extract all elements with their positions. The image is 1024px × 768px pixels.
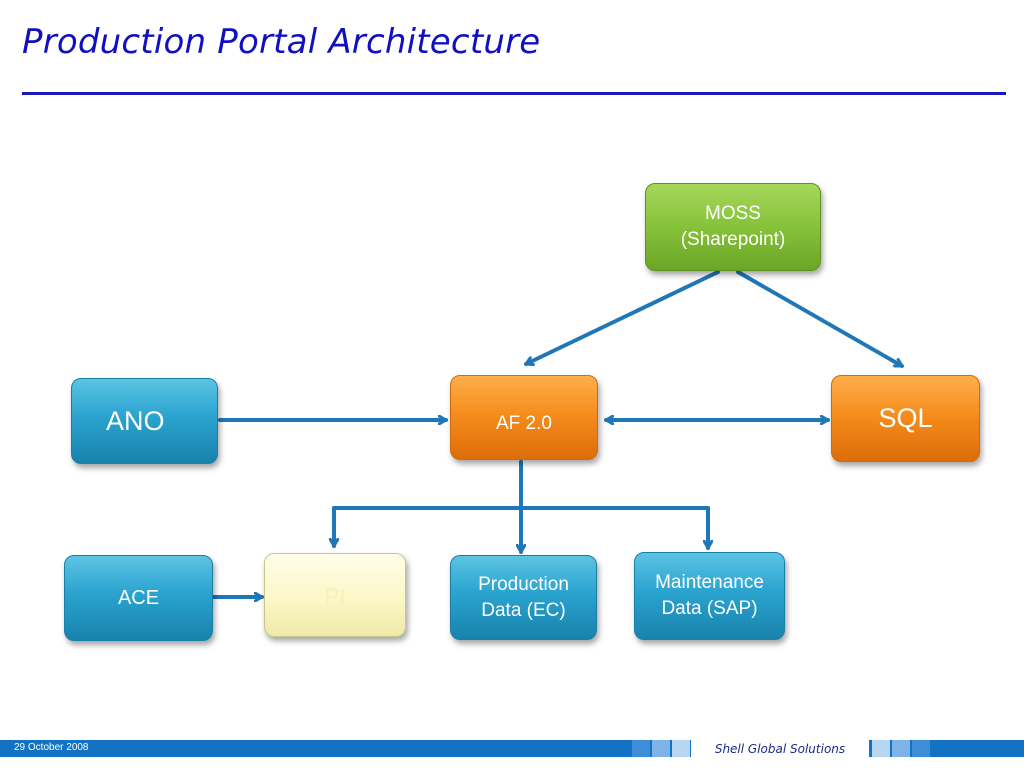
node-moss[interactable]: MOSS (Sharepoint) — [645, 183, 821, 271]
node-production-line2: Data (EC) — [481, 599, 566, 621]
footer-brand: Shell Global Solutions — [691, 740, 869, 758]
footer-square — [672, 740, 690, 757]
edge-moss-sql — [736, 270, 904, 368]
edge-moss-af — [524, 270, 720, 364]
footer-square — [872, 740, 890, 757]
node-af[interactable]: AF 2.0 — [450, 375, 598, 460]
node-af-label: AF 2.0 — [496, 413, 552, 434]
node-ano[interactable]: ANO — [71, 378, 218, 464]
node-production-line1: Production — [478, 573, 569, 595]
footer-date: 29 October 2008 — [14, 742, 89, 753]
footer-square — [652, 740, 670, 757]
node-maintenance[interactable]: Maintenance Data (SAP) — [634, 552, 785, 640]
node-pi-label: PI — [324, 584, 346, 609]
node-ano-label: ANO — [106, 405, 165, 436]
footer-bar — [0, 740, 1024, 757]
node-pi[interactable]: PI — [264, 553, 406, 637]
title-underline — [22, 92, 1006, 95]
node-maintenance-line2: Data (SAP) — [661, 598, 758, 619]
node-moss-line1: MOSS — [705, 203, 761, 225]
node-production[interactable]: Production Data (EC) — [450, 555, 597, 640]
node-sql[interactable]: SQL — [831, 375, 980, 462]
slide-title: Production Portal Architecture — [22, 22, 541, 62]
node-moss-line2: (Sharepoint) — [680, 229, 786, 250]
node-sql-label: SQL — [878, 403, 933, 434]
footer-square — [892, 740, 910, 757]
footer-square — [632, 740, 650, 757]
node-ace[interactable]: ACE — [64, 555, 213, 641]
footer-square — [912, 740, 930, 757]
node-ace-label: ACE — [117, 586, 160, 609]
node-maintenance-line1: Maintenance — [655, 572, 764, 594]
